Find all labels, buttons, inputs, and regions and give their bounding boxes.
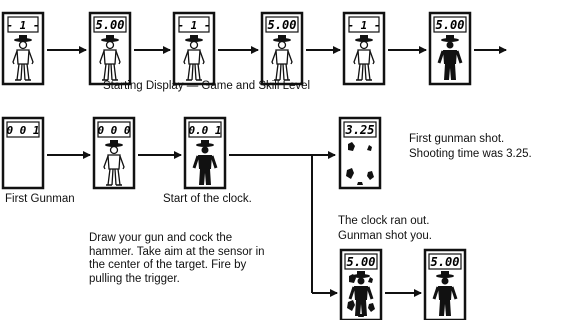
row1-display-5: - 1 - xyxy=(347,19,380,32)
row2-panel-3: 0.0 1 xyxy=(185,118,225,188)
result-shot-display: 3.25 xyxy=(345,123,375,137)
row2-panel-1: 0 0 1 xyxy=(3,118,43,188)
row1-panel-5: - 1 - xyxy=(344,13,384,84)
row1-display-2: 5.00 xyxy=(96,18,125,32)
caption-first-gunman: First Gunman xyxy=(5,193,75,206)
result-ranout-panel-2: 5.00 xyxy=(425,250,465,320)
row1-display-4: 5.00 xyxy=(268,18,297,32)
caption-first-shot-2: Shooting time was 3.25. xyxy=(409,148,532,161)
row1-panel-4: 5.00 xyxy=(262,13,302,84)
row2-display-3: 0.0 1 xyxy=(188,124,221,137)
row2-display-2: 0 0 0 xyxy=(97,124,130,137)
instructions-text: Draw your gun and cock the hammer. Take … xyxy=(89,232,279,286)
caption-start-clock: Start of the clock. xyxy=(163,193,252,206)
result-ranout-display-1: 5.00 xyxy=(347,255,376,269)
row1-display-3: - 1 - xyxy=(177,19,210,32)
result-ranout-display-2: 5.00 xyxy=(431,255,460,269)
caption-first-shot-1: First gunman shot. xyxy=(409,133,504,146)
caption-ran-out-2: Gunman shot you. xyxy=(338,230,432,243)
row2-panel-2: 0 0 0 xyxy=(94,118,134,188)
row1-panel-1: - 1 - xyxy=(3,13,43,84)
row1-panel-2: 5.00 xyxy=(90,13,130,84)
row1-panel-3: - 1 - xyxy=(174,13,214,84)
row1-display-1: - 1 - xyxy=(6,19,39,32)
result-ranout-panel-1: 5.00 xyxy=(341,250,381,320)
caption-starting-display: Starting Display — Game and Skill Level xyxy=(103,80,310,93)
row2-display-1: 0 0 1 xyxy=(6,124,39,137)
row1-panel-6: 5.00 xyxy=(430,13,470,84)
caption-ran-out-1: The clock ran out. xyxy=(338,215,429,228)
row1-display-6: 5.00 xyxy=(436,18,465,32)
result-shot-panel: 3.25 xyxy=(340,118,380,188)
